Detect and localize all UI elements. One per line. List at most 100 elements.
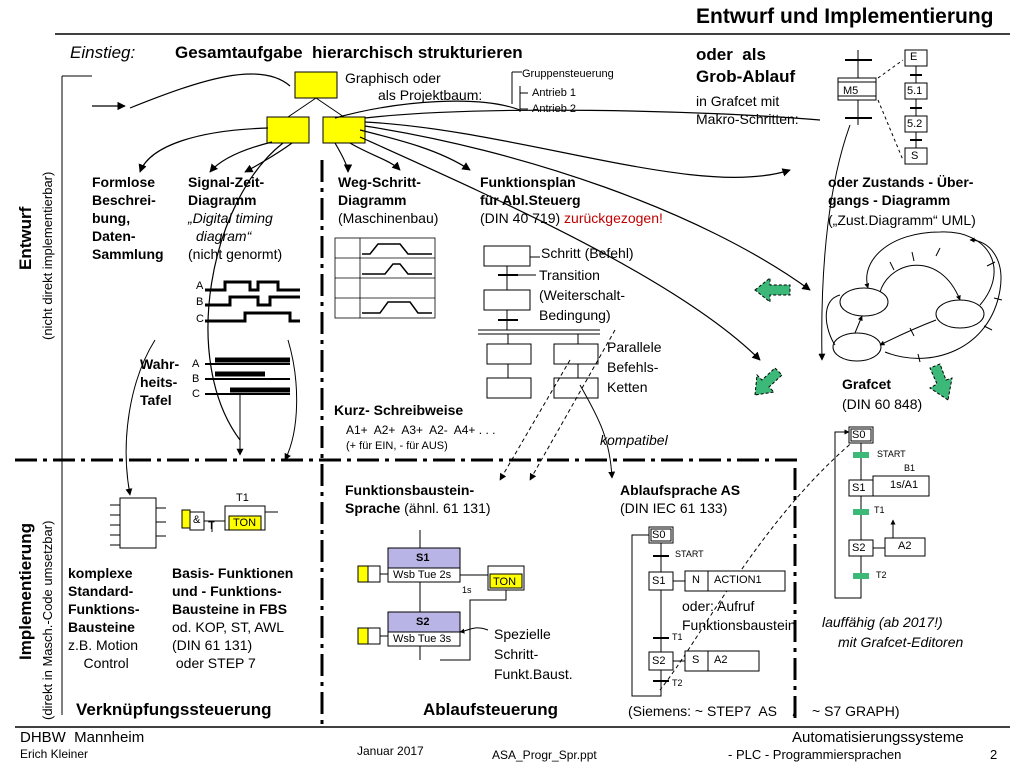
signal-line1: Signal-Zeit- [188, 174, 265, 190]
truth-table-graphic [125, 339, 298, 496]
footer-dhbw: DHBW Mannheim [20, 729, 145, 746]
basis-line6: oder STEP 7 [172, 655, 256, 671]
grob-line3: in Grafcet mit [696, 93, 780, 109]
project-tree [266, 71, 528, 144]
komplex-line6: Control [68, 655, 129, 671]
grafcet-t2: T2 [876, 570, 887, 580]
fbs-line2-rest: (ähnl. 61 131) [400, 500, 491, 516]
dashed-arrows [499, 329, 856, 691]
grafcet-s1a1: 1s/A1 [890, 479, 919, 491]
impl-side-label: Implementierung [16, 523, 35, 660]
grob-line2: Grob-Ablauf [696, 67, 796, 86]
fbs-ton-label: TON [493, 576, 517, 588]
komplex-line3: Funktions- [68, 601, 140, 617]
as-s: S [692, 654, 700, 666]
siemens-note: (Siemens: ~ STEP7 AS / ~ S7 GRAPH) [628, 703, 900, 719]
graphisch-line2: als Projektbaum: [378, 87, 483, 103]
weg-line1: Weg-Schritt- [338, 174, 421, 190]
zustand-line1: oder Zustands - Über- [828, 174, 974, 190]
antrieb2-label: Antrieb 2 [532, 103, 577, 115]
tree-arrows [92, 73, 821, 441]
signal-timing-graphic [205, 280, 300, 323]
grafcet-s1: S1 [852, 482, 866, 494]
fbs-1s-label: 1s [462, 585, 472, 595]
gruppensteuerung-label: Gruppensteuerung [522, 68, 614, 80]
signal-b-label: B [196, 296, 204, 308]
basis-and-label: & [193, 514, 201, 526]
wahr-a-label: A [192, 358, 200, 370]
grob-line4: Makro-Schritten: [696, 111, 799, 127]
basis-function-graphic [181, 505, 278, 532]
kurz-line2: A1+ A2+ A3+ A2- A4+ . . . [346, 423, 496, 437]
fplan-line2: für Abl.Steuerg [480, 192, 581, 208]
komplex-line1: komplexe [68, 565, 133, 581]
fbs-line2-bold: Sprache [345, 500, 401, 516]
fplan-withdrawn: zurückgezogen! [564, 210, 663, 226]
footer-author: Erich Kleiner [20, 747, 89, 761]
as-s1: S1 [652, 575, 666, 587]
footer-plc: - PLC - Programmiersprachen [728, 747, 902, 762]
basis-line1: Basis- Funktionen [172, 565, 294, 581]
fplan-trans-line3: Bedingung) [539, 307, 611, 323]
complex-block-graphic [110, 497, 166, 549]
as-s0: S0 [652, 529, 666, 541]
funktionsplan-graphic [478, 245, 600, 399]
grafcet-a2: A2 [898, 540, 912, 552]
signal-line5: (nicht genormt) [188, 246, 283, 262]
page-title: Entwurf und Implementierung [696, 5, 994, 28]
kurz-line1: Kurz- Schreibweise [334, 402, 464, 418]
basis-line2: und - Funktions- [172, 583, 282, 599]
formlos-line2: Beschrei- [92, 192, 156, 208]
basis-ton-label: TON [233, 517, 257, 529]
komplex-line2: Standard- [68, 583, 134, 599]
signal-line4: diagram“ [196, 228, 252, 244]
fbs-spez-line1: Spezielle [494, 626, 551, 642]
as-oder-line1: oder: Aufruf [682, 598, 755, 614]
footer-auto: Automatisierungssysteme [792, 729, 964, 746]
fplan-line1: Funktionsplan [480, 174, 576, 190]
fplan-schritt-label: Schritt (Befehl) [541, 245, 634, 261]
fbs-wsb1-label: Wsb Tue 2s [393, 569, 452, 581]
as-t1: T1 [672, 632, 683, 642]
macro-m5-label: M5 [843, 85, 859, 97]
grafcet-s2: S2 [852, 542, 866, 554]
fbs-graphic [357, 530, 525, 661]
signal-line2: Diagramm [188, 192, 257, 208]
as-oder-line2: Funktionsbaustein [682, 617, 796, 633]
wahr-c-label: C [192, 388, 200, 400]
as-start: START [675, 549, 704, 559]
as-s2: S2 [652, 655, 666, 667]
as-line1: Ablaufsprache AS [620, 482, 741, 498]
tree-root-box [294, 71, 338, 99]
macro-51-label: 5.1 [907, 85, 923, 97]
entwurf-side-sublabel: (nicht direkt implementierbar) [40, 171, 55, 340]
gesamtaufgabe-heading: Gesamtaufgabe hierarchisch strukturieren [175, 43, 523, 62]
basis-t1-label: T1 [236, 492, 249, 504]
wahr-line2: heits- [140, 374, 178, 390]
formlos-line3: bung, [92, 210, 131, 226]
fbs-spez-line2: Schritt- [494, 646, 539, 662]
as-t2: T2 [672, 678, 683, 688]
weg-line2: Diagramm [338, 192, 407, 208]
fbs-line2: Sprache (ähnl. 61 131) [345, 500, 491, 517]
grafcet-graphic [834, 426, 930, 599]
grafcet-run-line1: lauffähig (ab 2017!) [822, 614, 943, 630]
signal-c-label: C [196, 313, 204, 325]
as-graphic [631, 526, 786, 697]
verknuepfung-heading: Verknüpfungssteuerung [76, 700, 272, 719]
grafcet-start: START [877, 449, 906, 459]
formlos-line5: Sammlung [92, 246, 164, 262]
footer-date: Januar 2017 [357, 744, 424, 758]
grafcet-line2: (DIN 60 848) [842, 396, 923, 412]
wahr-line1: Wahr- [140, 356, 180, 372]
fplan-par-line3: Ketten [607, 379, 648, 395]
grafcet-line1: Grafcet [842, 376, 892, 392]
graphisch-line1: Graphisch oder [345, 70, 441, 86]
zustand-line2: gangs - Diagramm [828, 192, 951, 208]
as-n: N [692, 574, 700, 586]
wahr-line3: Tafel [140, 392, 172, 408]
basis-line3: Bausteine in FBS [172, 601, 288, 617]
weg-schritt-graphic [334, 237, 436, 319]
zustand-line3: („Zust.Diagramm“ UML) [828, 212, 976, 228]
footer-file: ASA_Progr_Spr.ppt [492, 748, 597, 762]
